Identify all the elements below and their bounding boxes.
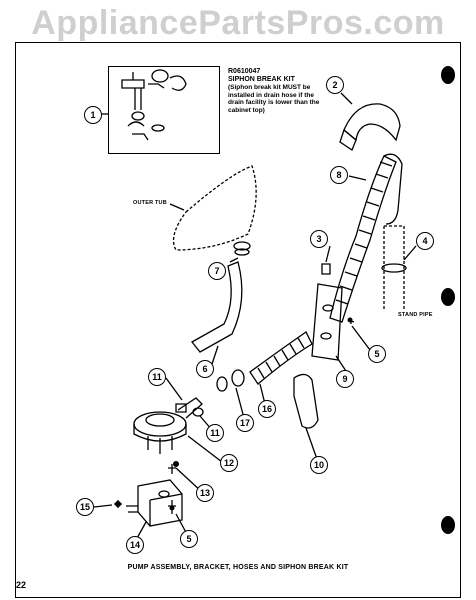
callout-5b: 5 xyxy=(180,530,198,548)
kit-note: (Siphon break kit MUST be installed in d… xyxy=(228,84,320,114)
hose-clamp-17b xyxy=(216,376,228,392)
pump-inlet xyxy=(177,397,203,419)
callout-16: 16 xyxy=(258,400,276,418)
callout-14: 14 xyxy=(126,536,144,554)
siphon-clip xyxy=(127,121,149,141)
hose-clamp xyxy=(234,248,250,256)
binder-hole xyxy=(441,66,455,84)
pump-bracket xyxy=(137,479,183,527)
outlet-hose-ribs xyxy=(257,337,305,379)
callout-6: 6 xyxy=(196,360,214,378)
clamp-ring xyxy=(233,241,251,251)
callout-17: 17 xyxy=(236,414,254,432)
outer-tub-leader xyxy=(169,203,185,211)
callout-11b: 11 xyxy=(206,424,224,442)
callout-11: 11 xyxy=(148,368,166,386)
callout-10: 10 xyxy=(310,456,328,474)
hose-strap xyxy=(381,263,407,273)
drain-hose xyxy=(329,155,397,323)
grommet-11 xyxy=(192,407,204,417)
callout-1: 1 xyxy=(84,106,102,124)
grommet-11b xyxy=(175,403,187,413)
callout-8: 8 xyxy=(330,166,348,184)
pump-inner xyxy=(145,413,175,427)
stand-pipe xyxy=(383,225,405,310)
callout-9: 9 xyxy=(336,370,354,388)
watermark: AppliancePartsPros.com xyxy=(31,4,445,42)
bracket-hole xyxy=(320,332,332,340)
kit-heading: R0610047 SIPHON BREAK KIT xyxy=(228,68,318,84)
outer-tub-label: OUTER TUB xyxy=(133,200,167,206)
elbow-hose xyxy=(343,103,401,142)
kit-part-number: R0610047 xyxy=(228,68,261,75)
callout-15: 15 xyxy=(76,498,94,516)
binder-hole xyxy=(441,516,455,534)
drain-hose-hook xyxy=(383,153,403,225)
tub-drain-hose xyxy=(191,261,243,353)
drain-hose-ribs xyxy=(335,161,393,305)
siphon-fitting xyxy=(131,111,145,121)
siphon-valve xyxy=(151,69,169,83)
screw-13 xyxy=(168,464,176,474)
bracket-tabs xyxy=(126,505,138,513)
page-number: 22 xyxy=(16,580,27,590)
siphon-hose-clamp xyxy=(169,75,187,91)
siphon-tube xyxy=(134,88,142,110)
siphon-kit-box xyxy=(108,66,220,154)
pump-body xyxy=(133,411,187,437)
hose-clip-10 xyxy=(293,373,319,429)
outer-tub xyxy=(172,165,257,251)
callout-4: 4 xyxy=(416,232,434,250)
elbow-hose-end xyxy=(339,128,357,151)
kit-title: SIPHON BREAK KIT xyxy=(228,76,295,83)
hose-clamp-17 xyxy=(231,369,245,387)
bracket-hole xyxy=(158,490,170,498)
stand-pipe-label: STAND PIPE xyxy=(398,312,433,318)
callout-13: 13 xyxy=(196,484,214,502)
pump-legs xyxy=(147,436,173,454)
callout-3: 3 xyxy=(310,230,328,248)
diagram-frame xyxy=(15,42,461,598)
callout-5: 5 xyxy=(368,345,386,363)
diagram-caption: PUMP ASSEMBLY, BRACKET, HOSES AND SIPHON… xyxy=(127,564,349,571)
callout-2: 2 xyxy=(326,76,344,94)
hose-clip xyxy=(321,263,331,275)
bracket-hole xyxy=(322,304,334,312)
siphon-grommet xyxy=(151,124,165,132)
callout-12: 12 xyxy=(220,454,238,472)
hose-bracket xyxy=(311,283,343,361)
callout-7: 7 xyxy=(208,262,226,280)
siphon-tee xyxy=(121,72,165,89)
binder-hole xyxy=(441,288,455,306)
pump-outlet-hose xyxy=(249,331,313,385)
